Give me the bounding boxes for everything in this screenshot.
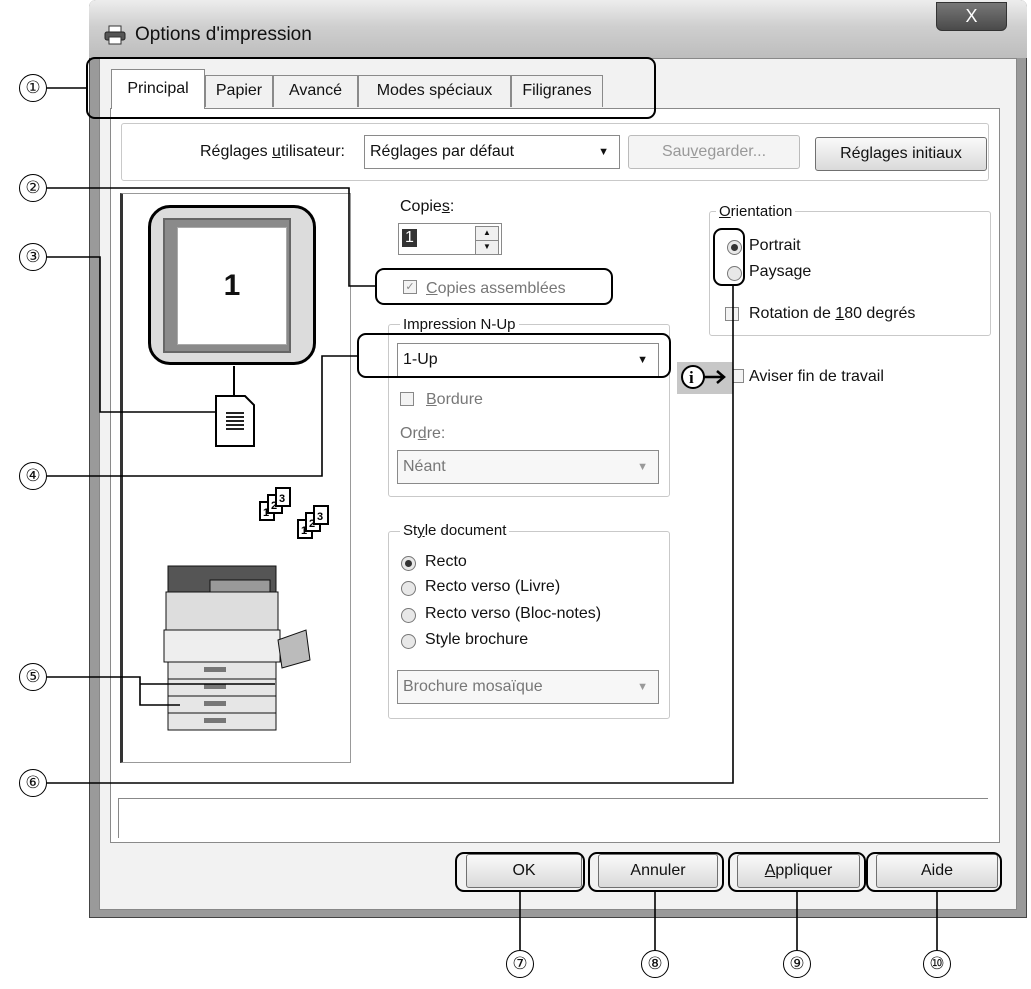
close-button[interactable]: X (936, 2, 1007, 31)
brochure-dropdown[interactable]: Brochure mosaïque▼ (397, 670, 659, 704)
option-recto-verso-livre: Recto verso (Livre) (425, 578, 561, 595)
callout-number-3: ③ (19, 243, 47, 271)
callout-number-9: ⑨ (783, 950, 811, 978)
callout-box-apply (728, 852, 866, 892)
cancel-button[interactable]: Annuler (598, 854, 718, 888)
tab-filigranes[interactable]: Filigranes (511, 75, 603, 107)
order-dropdown[interactable]: Néant▼ (397, 450, 659, 484)
callout-number-6: ⑥ (19, 769, 47, 797)
user-settings-group (121, 123, 989, 181)
dropdown-arrow-icon: ▼ (598, 146, 609, 158)
callout-box-orientation (713, 228, 745, 286)
svg-text:1: 1 (263, 507, 269, 519)
copies-label: Copies: (400, 198, 455, 215)
svg-text:2: 2 (309, 518, 315, 530)
spin-up-icon[interactable]: ▲ (475, 226, 499, 241)
notify-end-label: Aviser fin de travail (749, 368, 884, 385)
callout-number-7: ⑦ (506, 950, 534, 978)
radio-style-brochure[interactable] (401, 634, 416, 649)
callout-number-4: ④ (19, 462, 47, 490)
ok-button[interactable]: OK (466, 854, 582, 888)
reset-settings-button[interactable]: Réglages initiaux (815, 137, 987, 171)
tab-modes-speciaux[interactable]: Modes spéciaux (358, 75, 511, 107)
spin-down-icon[interactable]: ▼ (475, 240, 499, 255)
option-recto-verso-bloc-notes: Recto verso (Bloc-notes) (425, 605, 602, 622)
document-icon (215, 395, 255, 447)
orientation-label: Orientation (716, 203, 796, 220)
callout-box-nup (357, 333, 671, 378)
document-style-label: Style document (400, 522, 510, 539)
save-settings-button[interactable]: Sauvegarder... (628, 135, 800, 169)
callout-number-8: ⑧ (641, 950, 669, 978)
svg-text:1: 1 (301, 525, 307, 537)
svg-text:i: i (689, 368, 694, 387)
radio-portrait[interactable] (727, 240, 742, 255)
callout-box-collate (375, 268, 613, 305)
order-label: Ordre: (400, 425, 446, 442)
option-paysage: Paysage (749, 263, 812, 280)
rotate-180-checkbox[interactable] (725, 307, 739, 321)
printer-machine-icon (160, 560, 312, 740)
copies-spinbox[interactable]: 1 ▲ ▼ (398, 223, 502, 255)
callout-number-10: ⑩ (923, 950, 951, 978)
svg-text:3: 3 (317, 511, 323, 523)
tab-papier[interactable]: Papier (205, 75, 273, 107)
info-icon: i (677, 362, 733, 394)
dropdown-arrow-icon: ▼ (637, 461, 648, 473)
status-strip (118, 798, 988, 838)
option-recto: Recto (425, 553, 467, 570)
user-settings-dropdown[interactable]: Réglages par défaut▼ (364, 135, 620, 169)
border-checkbox[interactable] (400, 392, 414, 406)
dropdown-arrow-icon: ▼ (637, 681, 648, 693)
radio-recto[interactable] (401, 556, 416, 571)
window-title: Options d'impression (135, 24, 312, 45)
preview-page-number: 1 (177, 227, 287, 345)
callout-box-help (866, 852, 1002, 892)
tab-principal[interactable]: Principal (111, 69, 205, 109)
callout-number-5: ⑤ (19, 663, 47, 691)
option-portrait: Portrait (749, 237, 801, 254)
preview-connector (233, 366, 235, 396)
rotate-180-label: Rotation de 180 degrés (749, 305, 916, 322)
callout-box-ok (455, 852, 585, 892)
user-settings-label: Réglages utilisateur: (200, 143, 345, 160)
callout-box-cancel (588, 852, 724, 892)
title-bar[interactable] (89, 0, 1027, 58)
apply-button[interactable]: Appliquer (737, 854, 860, 888)
svg-text:2: 2 (271, 500, 277, 512)
radio-recto-verso-bloc-notes[interactable] (401, 608, 416, 623)
svg-text:3: 3 (279, 493, 285, 505)
nup-group-label: Impression N-Up (400, 316, 519, 333)
orientation-group (709, 211, 991, 336)
border-label: Bordure (426, 391, 483, 408)
callout-box-tabs (86, 57, 656, 119)
copies-value: 1 (402, 229, 417, 247)
option-style-brochure: Style brochure (425, 631, 529, 648)
help-button[interactable]: Aide (876, 854, 998, 888)
printer-icon (104, 25, 126, 45)
tab-avance[interactable]: Avancé (273, 75, 358, 107)
radio-recto-verso-livre[interactable] (401, 581, 416, 596)
callout-number-1: ① (19, 74, 47, 102)
callout-number-2: ② (19, 174, 47, 202)
